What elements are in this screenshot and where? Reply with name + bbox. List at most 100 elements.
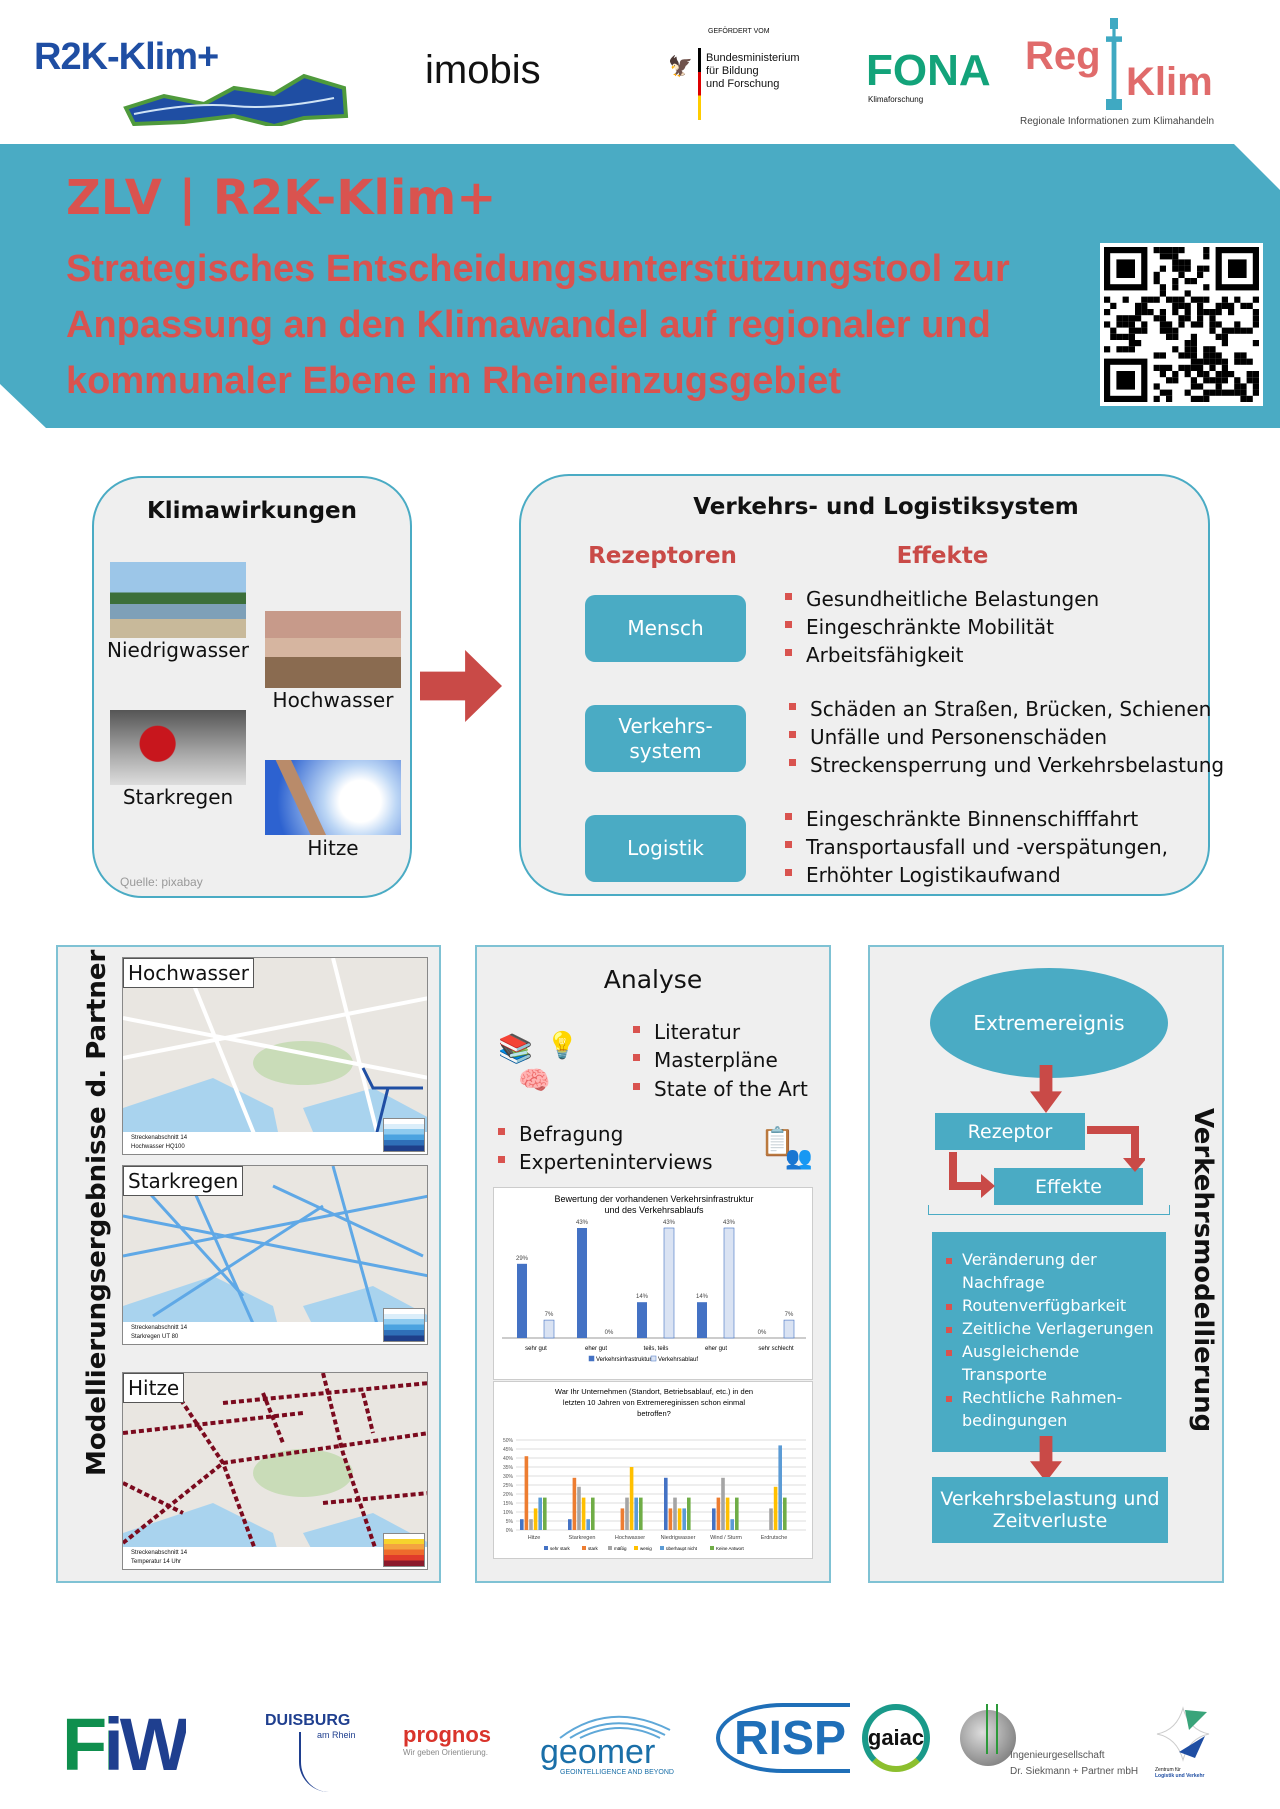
- qr-module: [1197, 265, 1204, 272]
- qr-module: [1234, 296, 1241, 303]
- qr-module: [1178, 352, 1185, 359]
- qr-module: [1116, 346, 1123, 353]
- qr-module: [1159, 389, 1166, 396]
- qr-module: [1184, 389, 1191, 396]
- bar: [725, 1497, 730, 1530]
- bar: [529, 1519, 533, 1530]
- data-label: 14%: [696, 1294, 709, 1300]
- hochwasser-label: Hochwasser: [272, 688, 394, 712]
- eagle-icon: 🦅: [668, 56, 693, 78]
- qr-module: [1203, 346, 1210, 353]
- qr-module: [1203, 309, 1210, 316]
- qr-module: [1153, 364, 1160, 371]
- hitze-label: Hitze: [307, 836, 359, 860]
- qr-code[interactable]: [1100, 243, 1263, 406]
- regiklim-sub: Regionale Informationen zum Klimahandeln: [1020, 116, 1215, 127]
- map-legend: [383, 1533, 425, 1567]
- qr-module: [1110, 302, 1117, 309]
- qr-module: [1190, 352, 1197, 359]
- qr-module: [1209, 377, 1216, 384]
- qr-module: [1190, 377, 1197, 384]
- y-tick-label: 30%: [503, 1474, 514, 1480]
- qr-module: [1104, 346, 1111, 353]
- qr-module: [1147, 296, 1154, 303]
- bar: [639, 1497, 643, 1530]
- analyse-item: Literatur: [633, 1020, 740, 1044]
- qr-module: [1203, 247, 1210, 254]
- bmbf-funded-label: GEFÖRDERT VOM: [708, 28, 770, 35]
- qr-module: [1153, 247, 1160, 254]
- map-caption-line: Starkregen UT 80: [131, 1334, 179, 1340]
- geomer-sub: GEOINTELLIGENCE AND BEYOND: [560, 1769, 674, 1776]
- qr-module: [1184, 278, 1191, 285]
- y-tick-label: 0%: [506, 1528, 514, 1534]
- legend-label: überhaupt nicht: [666, 1546, 698, 1551]
- modell-factors-box: Veränderung der Nachfrage Routenverfügba…: [932, 1232, 1166, 1452]
- qr-module: [1172, 247, 1179, 254]
- qr-module: [1197, 271, 1204, 278]
- qr-module: [1178, 302, 1185, 309]
- factor-item: Rechtliche Rahmen- bedingungen: [962, 1386, 1156, 1432]
- qr-module: [1240, 302, 1247, 309]
- data-label: 7%: [785, 1312, 794, 1318]
- data-label: 0%: [605, 1330, 614, 1336]
- qr-module: [1221, 371, 1228, 378]
- siekmann-line: Dr. Siekmann + Partner mbH: [1010, 1766, 1139, 1777]
- qr-module: [1128, 333, 1135, 340]
- bar: [533, 1508, 538, 1530]
- lightbulb-icon: 💡: [546, 1030, 579, 1060]
- qr-module: [1184, 290, 1191, 297]
- bar: [730, 1519, 734, 1530]
- tick-label: teils, teils: [644, 1346, 669, 1352]
- risp-logo: RISP: [716, 1703, 850, 1773]
- qr-module: [1209, 346, 1216, 353]
- zlv-line: Logistik und Verkehr: [1155, 1773, 1205, 1779]
- image-source: Quelle: pixabay: [120, 875, 203, 889]
- qr-module: [1228, 327, 1235, 334]
- legend-swatch: [588, 1355, 595, 1362]
- qr-module: [1166, 296, 1173, 303]
- bar: [735, 1497, 739, 1530]
- qr-module: [1215, 377, 1222, 384]
- qr-module: [1190, 364, 1197, 371]
- qr-module: [1159, 352, 1166, 359]
- legend-swatch: [634, 1546, 638, 1550]
- qr-module: [1166, 321, 1173, 328]
- bar: [572, 1477, 577, 1530]
- qr-module: [1172, 253, 1179, 260]
- result-box: Verkehrsbelastung und Zeitverluste: [932, 1477, 1168, 1543]
- niedrigwasser-label: Niedrigwasser: [107, 638, 249, 662]
- map-legend: [383, 1118, 425, 1152]
- qr-module: [1178, 259, 1185, 266]
- bar: [783, 1319, 795, 1339]
- gaiac-logo: gaiac: [862, 1704, 930, 1772]
- qr-module: [1128, 340, 1135, 347]
- bar: [783, 1497, 787, 1530]
- qr-module: [1184, 315, 1191, 322]
- german-flag-bar: [698, 48, 701, 120]
- qr-module: [1135, 309, 1142, 316]
- prognos-text: prognos: [403, 1722, 491, 1747]
- qr-module: [1252, 371, 1259, 378]
- bar: [591, 1497, 595, 1530]
- qr-module: [1135, 327, 1142, 334]
- qr-module: [1128, 315, 1135, 322]
- map-label: Hitze: [123, 1373, 185, 1403]
- qr-module: [1184, 371, 1191, 378]
- bar: [520, 1519, 524, 1530]
- right-arrow-icon: [420, 650, 502, 722]
- bar: [677, 1508, 682, 1530]
- qr-module: [1215, 321, 1222, 328]
- qr-module: [1203, 371, 1210, 378]
- rezeptor-verkehrssystem: Verkehrs- system: [585, 705, 746, 772]
- risp-text: RISP: [734, 1711, 847, 1765]
- bar: [716, 1497, 721, 1530]
- banner-subtitle-line: Anpassung an den Klimawandel auf regiona…: [66, 304, 991, 346]
- qr-module: [1153, 395, 1160, 402]
- data-label: 0%: [758, 1330, 767, 1336]
- factor-item: Ausgleichende Transporte: [962, 1340, 1156, 1386]
- bar: [620, 1508, 625, 1530]
- expert-icon: 👥: [785, 1145, 813, 1170]
